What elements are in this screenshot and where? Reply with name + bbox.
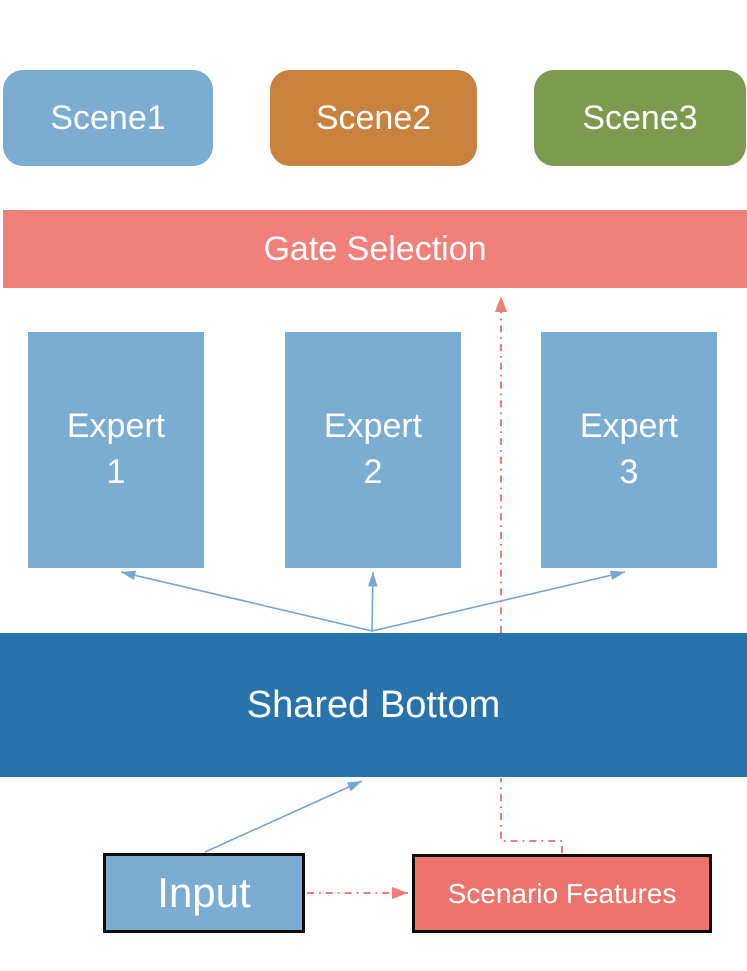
scene3-node: Scene3 <box>534 70 746 166</box>
gate-selection-label: Gate Selection <box>263 229 487 268</box>
input-node: Input <box>103 853 305 933</box>
scene3-label: Scene3 <box>582 98 698 137</box>
expert2-node: Expert 2 <box>285 332 461 568</box>
scene2-node: Scene2 <box>270 70 477 166</box>
scene1-label: Scene1 <box>50 98 166 137</box>
expert2-label-line1: Expert <box>323 407 423 446</box>
shared-bottom-label: Shared Bottom <box>246 683 501 726</box>
expert1-label-line2: 1 <box>106 453 126 491</box>
shared-to-expert2-arrow <box>367 571 378 632</box>
expert3-node: Expert 3 <box>541 332 717 568</box>
input-label: Input <box>157 869 251 916</box>
scenario-to-gate-connector-lower <box>500 778 563 853</box>
scene1-node: Scene1 <box>3 70 213 166</box>
expert2-label-line2: 2 <box>363 453 383 491</box>
shared-bottom-node: Shared Bottom <box>0 633 747 777</box>
scene2-label: Scene2 <box>315 98 432 137</box>
shared-to-expert1-arrow <box>120 570 373 632</box>
input-to-shared-arrow <box>204 780 363 853</box>
shared-to-expert3-arrow <box>371 570 626 632</box>
gate-selection-node: Gate Selection <box>3 210 747 288</box>
scenario-features-node: Scenario Features <box>412 854 712 933</box>
expert1-node: Expert 1 <box>28 332 204 568</box>
scenario-features-label: Scenario Features <box>447 877 677 909</box>
expert3-label-line1: Expert <box>579 407 679 446</box>
expert3-label-line2: 3 <box>619 453 639 491</box>
expert1-label-line1: Expert <box>66 407 166 446</box>
